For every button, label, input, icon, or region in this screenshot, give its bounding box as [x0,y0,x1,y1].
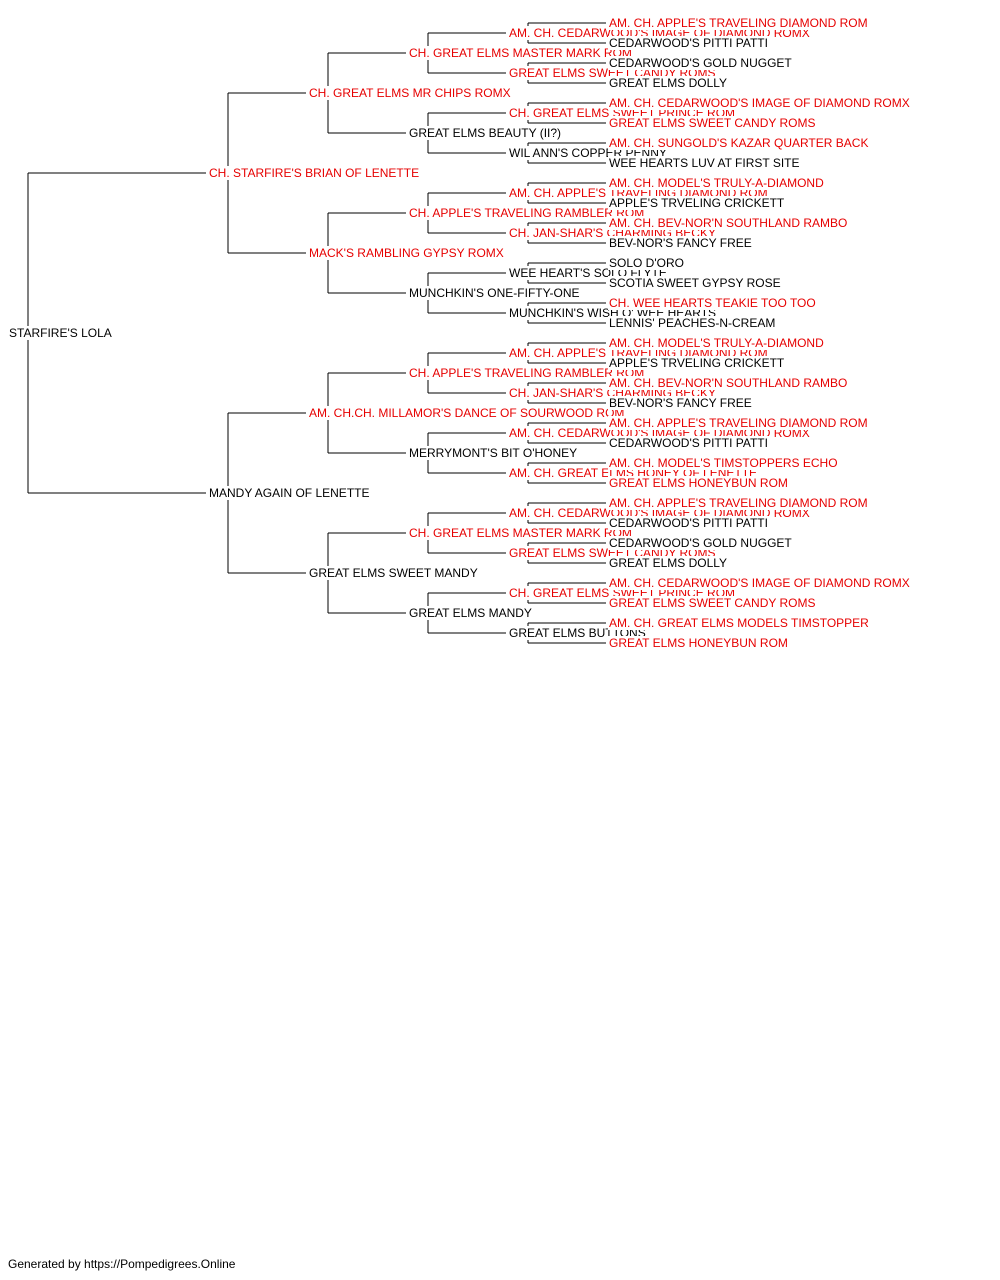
ancestor-gen5-22[interactable]: AM. CH. MODEL'S TIMSTOPPERS ECHO [608,456,839,470]
ancestor-gen5-24[interactable]: AM. CH. APPLE'S TRAVELING DIAMOND ROM [608,496,869,510]
ancestor-gen5-16[interactable]: AM. CH. MODEL'S TRULY-A-DIAMOND [608,336,825,350]
ancestor-gen5-29[interactable]: GREAT ELMS SWEET CANDY ROMS [608,596,817,610]
ancestor-gen5-5[interactable]: GREAT ELMS SWEET CANDY ROMS [608,116,817,130]
ancestor-gen1-1[interactable]: MANDY AGAIN OF LENETTE [208,486,371,500]
ancestor-gen5-15[interactable]: LENNIS' PEACHES-N-CREAM [608,316,777,330]
ancestor-gen2-3[interactable]: GREAT ELMS SWEET MANDY [308,566,479,580]
subject-name[interactable]: STARFIRE'S LOLA [8,326,113,340]
ancestor-gen5-4[interactable]: AM. CH. CEDARWOOD'S IMAGE OF DIAMOND ROM… [608,96,911,110]
ancestor-gen2-0[interactable]: CH. GREAT ELMS MR CHIPS ROMX [308,86,512,100]
ancestor-gen5-2[interactable]: CEDARWOOD'S GOLD NUGGET [608,56,793,70]
ancestor-gen3-0[interactable]: CH. GREAT ELMS MASTER MARK ROM [408,46,633,60]
ancestor-gen5-19[interactable]: BEV-NOR'S FANCY FREE [608,396,753,410]
ancestor-gen5-31[interactable]: GREAT ELMS HONEYBUN ROM [608,636,789,650]
ancestor-gen2-1[interactable]: MACK'S RAMBLING GYPSY ROMX [308,246,505,260]
ancestor-gen5-0[interactable]: AM. CH. APPLE'S TRAVELING DIAMOND ROM [608,16,869,30]
ancestor-gen5-13[interactable]: SCOTIA SWEET GYPSY ROSE [608,276,782,290]
ancestor-gen3-4[interactable]: CH. APPLE'S TRAVELING RAMBLER ROM [408,366,646,380]
generated-by-footer: Generated by https://Pompedigrees.Online [8,1257,236,1271]
ancestor-gen5-12[interactable]: SOLO D'ORO [608,256,685,270]
ancestor-gen5-7[interactable]: WEE HEARTS LUV AT FIRST SITE [608,156,801,170]
ancestor-gen3-5[interactable]: MERRYMONT'S BIT O'HONEY [408,446,579,460]
ancestor-gen5-10[interactable]: AM. CH. BEV-NOR'N SOUTHLAND RAMBO [608,216,849,230]
ancestor-gen3-6[interactable]: CH. GREAT ELMS MASTER MARK ROM [408,526,633,540]
ancestor-gen5-17[interactable]: APPLE'S TRVELING CRICKETT [608,356,786,370]
ancestor-gen5-28[interactable]: AM. CH. CEDARWOOD'S IMAGE OF DIAMOND ROM… [608,576,911,590]
ancestor-gen3-1[interactable]: GREAT ELMS BEAUTY (II?) [408,126,563,140]
ancestor-gen5-6[interactable]: AM. CH. SUNGOLD'S KAZAR QUARTER BACK [608,136,870,150]
ancestor-gen2-2[interactable]: AM. CH.CH. MILLAMOR'S DANCE OF SOURWOOD … [308,406,626,420]
ancestor-gen5-25[interactable]: CEDARWOOD'S PITTI PATTI [608,516,769,530]
ancestor-gen5-30[interactable]: AM. CH. GREAT ELMS MODELS TIMSTOPPER [608,616,870,630]
ancestor-gen5-26[interactable]: CEDARWOOD'S GOLD NUGGET [608,536,793,550]
ancestor-gen5-11[interactable]: BEV-NOR'S FANCY FREE [608,236,753,250]
ancestor-gen3-7[interactable]: GREAT ELMS MANDY [408,606,533,620]
ancestor-gen1-0[interactable]: CH. STARFIRE'S BRIAN OF LENETTE [208,166,421,180]
ancestor-gen5-21[interactable]: CEDARWOOD'S PITTI PATTI [608,436,769,450]
ancestor-gen5-20[interactable]: AM. CH. APPLE'S TRAVELING DIAMOND ROM [608,416,869,430]
ancestor-gen5-18[interactable]: AM. CH. BEV-NOR'N SOUTHLAND RAMBO [608,376,849,390]
ancestor-gen5-14[interactable]: CH. WEE HEARTS TEAKIE TOO TOO [608,296,817,310]
ancestor-gen5-1[interactable]: CEDARWOOD'S PITTI PATTI [608,36,769,50]
ancestor-gen5-8[interactable]: AM. CH. MODEL'S TRULY-A-DIAMOND [608,176,825,190]
ancestor-gen3-2[interactable]: CH. APPLE'S TRAVELING RAMBLER ROM [408,206,646,220]
ancestor-gen5-3[interactable]: GREAT ELMS DOLLY [608,76,729,90]
ancestor-gen5-27[interactable]: GREAT ELMS DOLLY [608,556,729,570]
ancestor-gen3-3[interactable]: MUNCHKIN'S ONE-FIFTY-ONE [408,286,581,300]
ancestor-gen5-9[interactable]: APPLE'S TRVELING CRICKETT [608,196,786,210]
ancestor-gen5-23[interactable]: GREAT ELMS HONEYBUN ROM [608,476,789,490]
